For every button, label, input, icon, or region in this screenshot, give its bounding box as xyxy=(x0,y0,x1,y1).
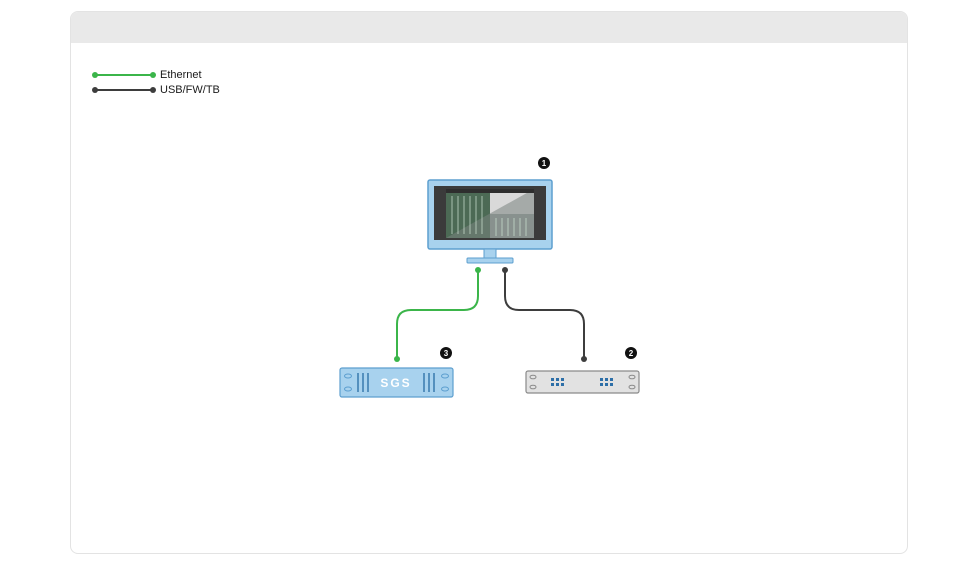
usb-legend-dot-start xyxy=(92,87,98,93)
legend-label-usb: USB/FW/TB xyxy=(160,84,220,96)
sgs-device-icon: SGS xyxy=(339,367,454,398)
usb-cable-end-bottom xyxy=(581,356,587,362)
badge-sgs-number: 3 xyxy=(444,349,449,358)
card-header xyxy=(71,12,907,43)
badge-interface: 2 xyxy=(625,347,637,359)
usb-cable xyxy=(504,270,585,359)
badge-interface-number: 2 xyxy=(629,349,634,358)
legend-label-ethernet: Ethernet xyxy=(160,69,202,81)
sgs-device-label: SGS xyxy=(380,376,411,390)
ethernet-legend-line xyxy=(95,74,153,76)
ethernet-legend-dot-end xyxy=(150,72,156,78)
usb-legend-line xyxy=(95,89,153,91)
ethernet-cable-end-top xyxy=(475,267,481,273)
diagram-card: Ethernet USB/FW/TB xyxy=(70,11,908,554)
ethernet-cable-end-bottom xyxy=(394,356,400,362)
badge-sgs: 3 xyxy=(440,347,452,359)
badge-computer-number: 1 xyxy=(542,159,547,168)
ethernet-legend-dot-start xyxy=(92,72,98,78)
usb-cable-end-top xyxy=(502,267,508,273)
badge-computer: 1 xyxy=(538,157,550,169)
usb-legend-dot-end xyxy=(150,87,156,93)
computer-monitor-icon xyxy=(427,179,553,264)
daw-screen-content xyxy=(446,189,534,238)
audio-interface-icon xyxy=(525,370,640,394)
ethernet-cable xyxy=(396,270,479,359)
